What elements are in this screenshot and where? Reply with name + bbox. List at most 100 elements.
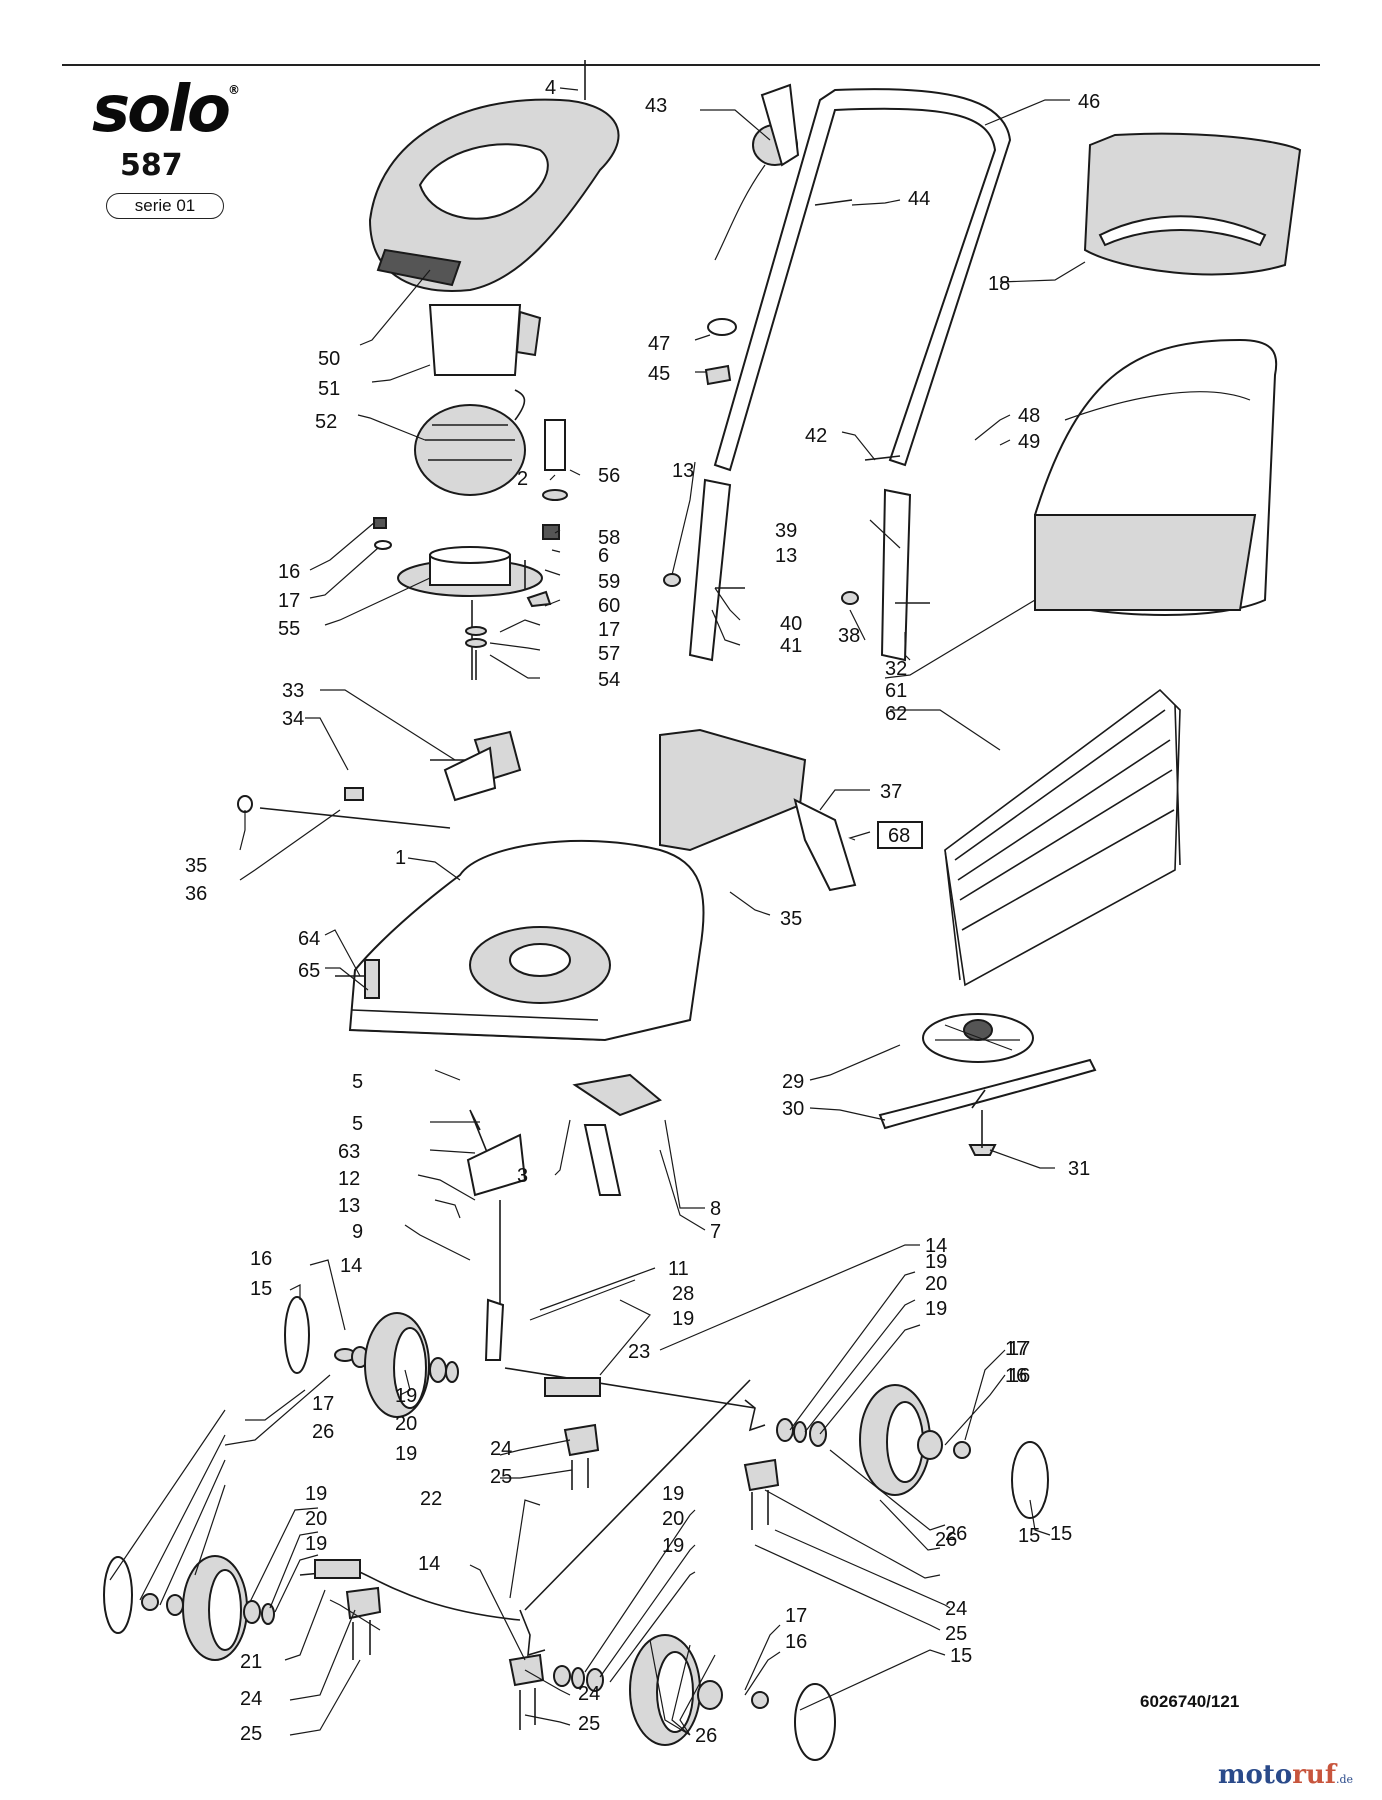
grass-box-frame [944, 688, 1181, 987]
rear-deck-plate [430, 730, 522, 802]
callout-label: 12 [338, 1168, 360, 1190]
callout-label: 23 [628, 1341, 650, 1363]
callout-label: 15 [1050, 1523, 1072, 1545]
front-axle [299, 1379, 751, 1657]
watermark-logo: motoruf.de [1218, 1760, 1354, 1790]
callout-label: 39 [775, 520, 797, 542]
callout-label: 22 [420, 1488, 442, 1510]
cutter-blade [878, 1058, 1097, 1156]
callout-label: 31 [1068, 1158, 1090, 1180]
callout-label: 51 [318, 378, 340, 400]
callout-label: 25 [578, 1713, 600, 1735]
callout-label: 16 [250, 1248, 272, 1270]
handle-bar [713, 88, 1012, 472]
callout-label: 15 [250, 1278, 272, 1300]
callout-label: 25 [490, 1466, 512, 1488]
callout-label: 26 [695, 1725, 717, 1747]
callout-label: 16 [1005, 1365, 1027, 1387]
callout-label: 9 [352, 1221, 363, 1243]
callout-label: 20 [395, 1413, 417, 1435]
callout-label: 5 [352, 1071, 363, 1093]
callout-label: 13 [775, 545, 797, 567]
callout-label: 62 [885, 703, 907, 725]
brush-parts [542, 419, 568, 540]
callout-label: 34 [282, 708, 304, 730]
callout-label: 32 [885, 658, 907, 680]
rear-axle [484, 1200, 766, 1432]
callout-label: 21 [240, 1651, 262, 1673]
callout-label: 52 [315, 411, 337, 433]
grass-box-bag [1034, 338, 1278, 616]
wheel-front-left [103, 1555, 275, 1661]
callout-label: 44 [908, 188, 930, 210]
callout-label: 6 [598, 545, 609, 567]
callout-label: 17 [785, 1605, 807, 1627]
grass-box-lid [1083, 132, 1302, 276]
height-adjust-rod [237, 787, 451, 829]
callout-label: 17 [312, 1393, 334, 1415]
callout-label: 60 [598, 595, 620, 617]
callout-label: 30 [782, 1098, 804, 1120]
leader-lines [109, 87, 1086, 1736]
callout-label: 13 [672, 460, 694, 482]
callout-label: 17 [278, 590, 300, 612]
callout-label: 40 [780, 613, 802, 635]
motor-hood [368, 98, 620, 292]
callout-label: 20 [662, 1508, 684, 1530]
callout-label: 17 [1008, 1338, 1030, 1360]
callout-label: 61 [885, 680, 907, 702]
callout-label: 7 [710, 1221, 721, 1243]
callout-label: 43 [645, 95, 667, 117]
callout-label: 35 [185, 855, 207, 877]
document-number: 6026740/121 [1140, 1692, 1240, 1711]
callout-label: 19 [662, 1483, 684, 1505]
callout-label: 19 [305, 1533, 327, 1555]
wheel-rear-left [284, 1296, 459, 1418]
callout-label: 47 [648, 333, 670, 355]
callout-label: 26 [312, 1421, 334, 1443]
callout-label: 2 [517, 468, 528, 490]
callout-label: 28 [672, 1283, 694, 1305]
deflector-flap [659, 728, 857, 892]
callout-label: 55 [278, 618, 300, 640]
callout-label: 35 [780, 908, 802, 930]
callout-label: 19 [662, 1535, 684, 1557]
callout-label: 19 [395, 1385, 417, 1407]
callout-label: 24 [240, 1688, 262, 1710]
callout-label: 15 [1018, 1525, 1040, 1547]
callout-box-68 [877, 821, 923, 849]
callout-label: 16 [1008, 1365, 1030, 1387]
callout-label: 18 [988, 273, 1010, 295]
callout-label: 38 [838, 625, 860, 647]
impeller [922, 1013, 1034, 1063]
callout-label: 14 [418, 1553, 440, 1575]
callout-label: 56 [598, 465, 620, 487]
callout-label: 48 [1018, 405, 1040, 427]
callout-label: 63 [338, 1141, 360, 1163]
callout-label: 45 [648, 363, 670, 385]
solo-logo: solo® [92, 73, 240, 147]
callout-label: 25 [240, 1723, 262, 1745]
callout-label: 49 [1018, 431, 1040, 453]
callout-label: 24 [490, 1438, 512, 1460]
callout-label: 15 [950, 1645, 972, 1667]
callout-label: 46 [1078, 91, 1100, 113]
callout-label: 25 [945, 1623, 967, 1645]
callout-label: 50 [318, 348, 340, 370]
callout-label: 59 [598, 571, 620, 593]
callout-label: 16 [278, 561, 300, 583]
callout-label: 20 [925, 1273, 947, 1295]
callout-label: 14 [925, 1235, 947, 1257]
callout-label: 64 [298, 928, 320, 950]
callout-label: 14 [340, 1255, 362, 1277]
callout-label: 36 [185, 883, 207, 905]
callout-label: 17 [598, 619, 620, 641]
callout-label: 16 [785, 1631, 807, 1653]
callout-label: 41 [780, 635, 802, 657]
callout-label: 26 [935, 1529, 957, 1551]
callout-label: 3 [517, 1165, 528, 1187]
callout-label: 19 [305, 1483, 327, 1505]
callout-label: 4 [545, 77, 556, 99]
callout-label: 42 [805, 425, 827, 447]
